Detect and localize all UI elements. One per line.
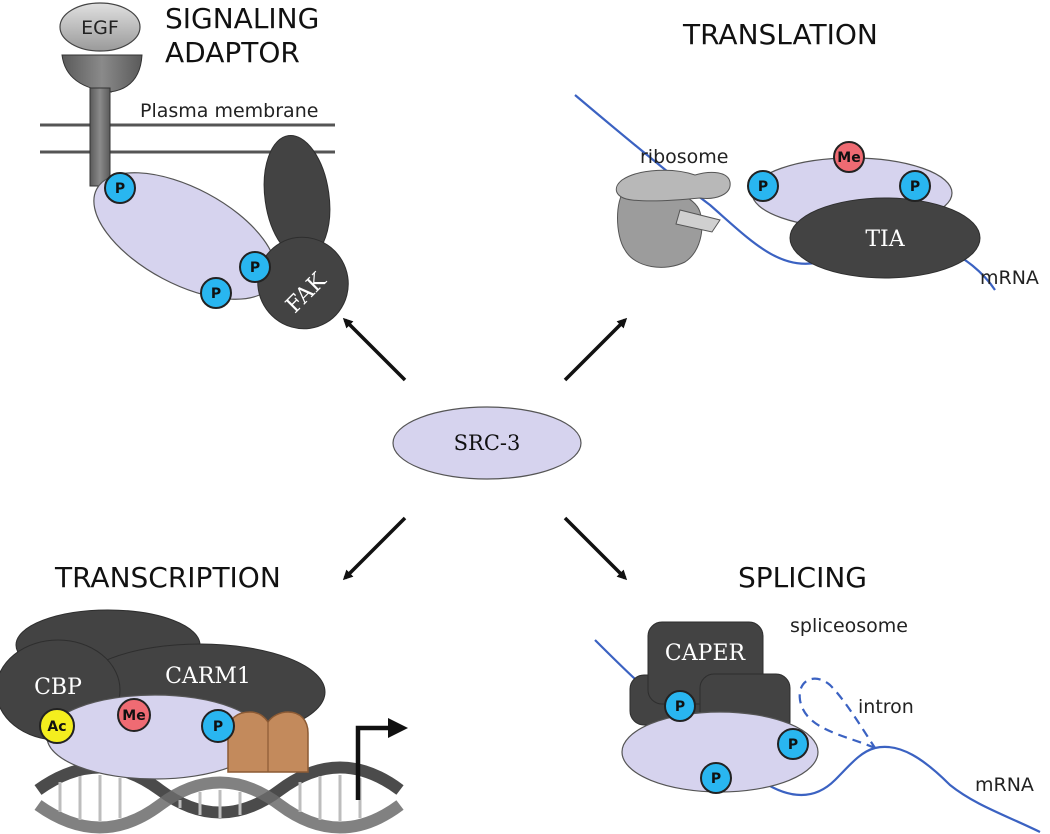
translation-phospho-2: P [899, 170, 931, 202]
fak-lower-domain [257, 236, 349, 330]
transcription-title: TRANSCRIPTION [54, 561, 281, 594]
svg-text:P: P [211, 286, 221, 302]
svg-text:P: P [788, 737, 798, 753]
splicing-phospho-1: P [664, 690, 696, 722]
transcription-methyl: Me [117, 698, 151, 732]
svg-text:P: P [675, 699, 685, 715]
svg-text:Me: Me [122, 708, 145, 724]
ribosome-label: ribosome [640, 146, 729, 168]
svg-text:P: P [711, 771, 721, 787]
transcription-panel: TRANSCRIPTION CARM1 CBP [0, 561, 408, 834]
transcription-phospho: P [201, 709, 235, 743]
arrow-to-translation [563, 317, 628, 382]
egf-receptor-stem [89, 87, 111, 187]
svg-text:Me: Me [837, 150, 860, 166]
translation-title: TRANSLATION [682, 18, 878, 51]
tia-protein [789, 197, 981, 279]
splicing-phospho-3: P [700, 762, 732, 794]
egf-ligand [59, 2, 141, 52]
tia-label: TIA [865, 227, 905, 252]
signaling-title-line1: SIGNALING [165, 2, 319, 35]
splicing-title: SPLICING [738, 561, 867, 594]
cbp-label: CBP [34, 675, 82, 700]
intron-label: intron [858, 696, 914, 718]
egf-receptor-head [61, 54, 143, 93]
egf-label: EGF [81, 17, 119, 39]
translation-mrna-label: mRNA [980, 267, 1039, 289]
splicing-phospho-2: P [777, 728, 809, 760]
membrane-label: Plasma membrane [140, 100, 318, 122]
arrow-to-splicing [563, 516, 628, 581]
signaling-title-line2: ADAPTOR [165, 36, 300, 69]
svg-text:P: P [758, 179, 768, 195]
translation-panel: TRANSLATION ribosome TIA Me P P mRNA [574, 18, 1039, 291]
src3-center: SRC-3 [392, 406, 582, 480]
translation-methyl: Me [833, 141, 865, 173]
translation-phospho-1: P [747, 170, 779, 202]
splicing-mrna-downstream [759, 745, 1041, 833]
src3-oval [392, 406, 582, 480]
dna-helix [34, 761, 404, 834]
spliceosome-label: spliceosome [790, 615, 908, 637]
transcription-start-arrow [355, 718, 408, 800]
svg-text:P: P [250, 260, 260, 276]
svg-text:P: P [115, 181, 125, 197]
carm1-label: CARM1 [165, 664, 251, 689]
signaling-phospho-2: P [239, 251, 271, 283]
transcription-acetyl: Ac [39, 708, 75, 744]
signaling-phospho-1: P [104, 172, 136, 204]
svg-text:P: P [910, 179, 920, 195]
src3-label: SRC-3 [454, 431, 521, 455]
arrows [342, 317, 628, 581]
arrow-to-transcription [342, 516, 407, 581]
caper-label: CAPER [665, 641, 747, 666]
arrow-to-signaling [342, 317, 407, 382]
ribosome-icon [615, 169, 731, 268]
signaling-panel: SIGNALING ADAPTOR Plasma membrane EGF FA… [40, 2, 349, 330]
svg-text:Ac: Ac [47, 719, 66, 735]
intron-loop [798, 677, 876, 750]
signaling-phospho-3: P [200, 277, 232, 309]
splicing-panel: SPLICING CAPER spliceosome intron P P P … [594, 561, 1041, 833]
svg-text:P: P [213, 719, 223, 735]
splicing-mrna-label: mRNA [975, 774, 1034, 796]
